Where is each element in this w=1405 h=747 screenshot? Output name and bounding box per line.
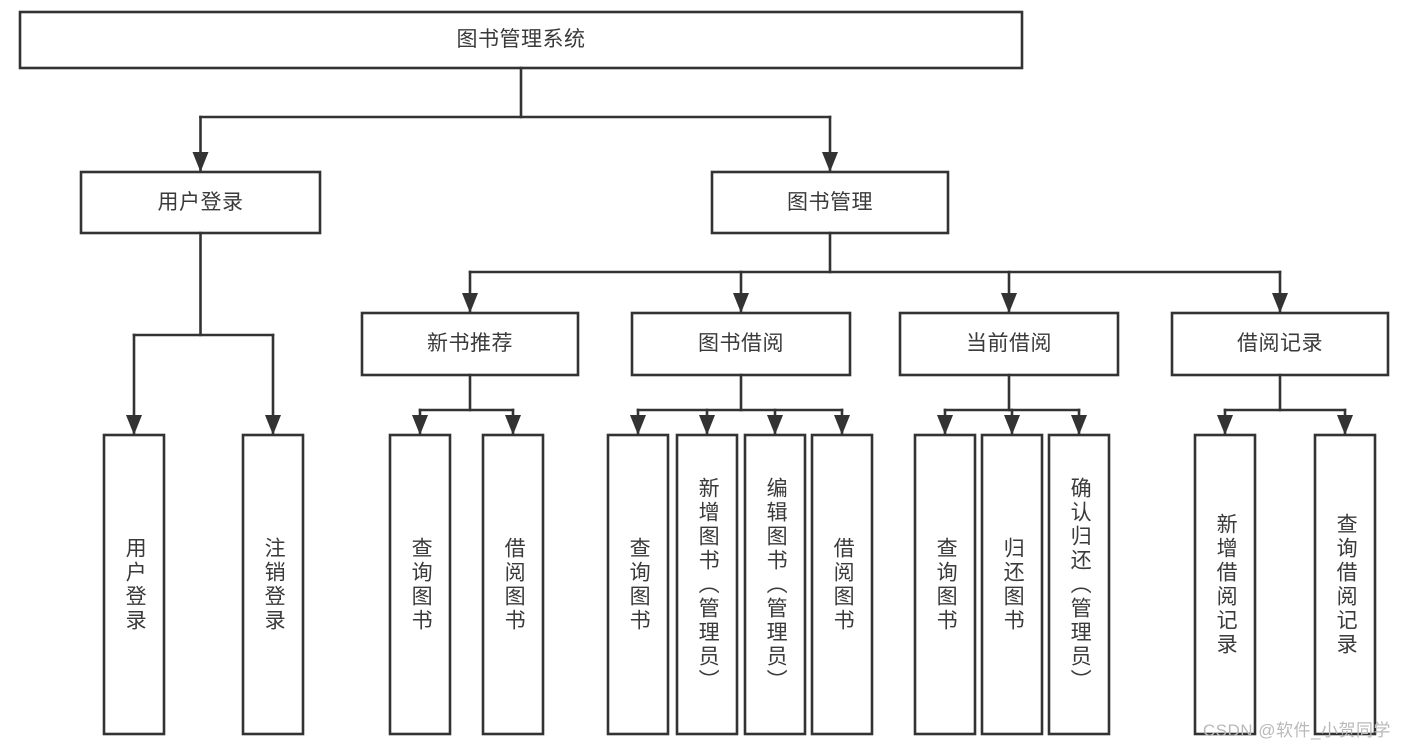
boxes-layer (18, 10, 1390, 736)
arrow-head-current-borrow (1001, 293, 1017, 313)
node-box-leaf-user-login (102, 433, 166, 736)
node-box-book-borrow (630, 311, 852, 377)
node-box-leaf-query-book-3 (913, 433, 977, 736)
node-box-leaf-add-record (1193, 433, 1257, 736)
node-box-leaf-confirm-return (1047, 433, 1111, 736)
arrow-head-leaf-query-book-3 (937, 415, 953, 435)
node-box-root (18, 10, 1024, 70)
node-box-leaf-query-record (1313, 433, 1377, 736)
node-box-leaf-edit-book (743, 433, 807, 736)
node-box-current-borrow (898, 311, 1120, 377)
arrow-head-leaf-borrow-book-1 (505, 415, 521, 435)
arrow-head-leaf-query-record (1337, 415, 1353, 435)
arrow-head-user-login (192, 152, 209, 172)
node-box-leaf-add-book (675, 433, 739, 736)
arrow-head-leaf-edit-book (767, 415, 783, 435)
arrow-head-leaf-user-login (126, 415, 142, 435)
arrow-head-leaf-borrow-book-2 (834, 415, 850, 435)
node-box-user-login (79, 170, 322, 235)
arrow-head-leaf-confirm-return (1071, 415, 1087, 435)
node-box-borrow-record (1170, 311, 1390, 377)
node-box-leaf-query-book-1 (388, 433, 452, 736)
connectors-layer (126, 66, 1353, 435)
arrow-head-book-borrow (733, 293, 749, 313)
arrow-head-leaf-add-book (699, 415, 715, 435)
node-box-leaf-query-book-2 (606, 433, 670, 736)
node-box-leaf-borrow-book-1 (481, 433, 545, 736)
arrow-head-leaf-add-record (1217, 415, 1233, 435)
node-box-new-book-recommend (360, 311, 580, 377)
arrow-head-new-book-recommend (462, 293, 478, 313)
arrow-head-leaf-return-book (1004, 415, 1020, 435)
arrow-head-borrow-record (1272, 293, 1288, 313)
node-box-book-manage (710, 170, 950, 235)
node-box-leaf-return-book (980, 433, 1044, 736)
node-box-leaf-borrow-book-2 (810, 433, 874, 736)
arrow-head-book-manage (822, 152, 838, 172)
arrow-head-leaf-query-book-1 (412, 415, 428, 435)
arrow-head-leaf-query-book-2 (630, 415, 646, 435)
node-box-leaf-logout (241, 433, 305, 736)
arrow-head-leaf-logout (265, 415, 281, 435)
